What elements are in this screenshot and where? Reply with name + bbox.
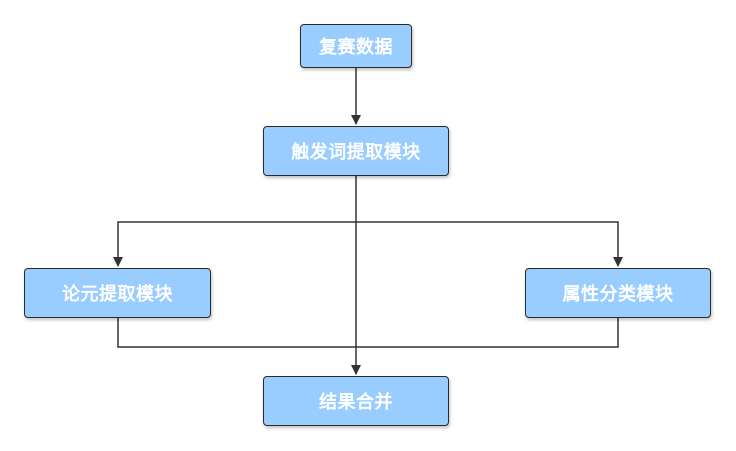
edge-argument-to-merge [117,318,356,348]
edge-trigger-to-argument [113,221,356,267]
node-attribute-classification: 属性分类模块 [525,268,711,318]
node-result-merge: 结果合并 [263,376,449,426]
node-data: 复赛数据 [300,24,412,68]
edge-trigger-to-attribute [356,221,623,267]
node-trigger-extraction: 触发词提取模块 [263,126,449,176]
edge-attribute-to-merge [356,318,619,348]
node-argument-extraction: 论元提取模块 [24,268,211,318]
